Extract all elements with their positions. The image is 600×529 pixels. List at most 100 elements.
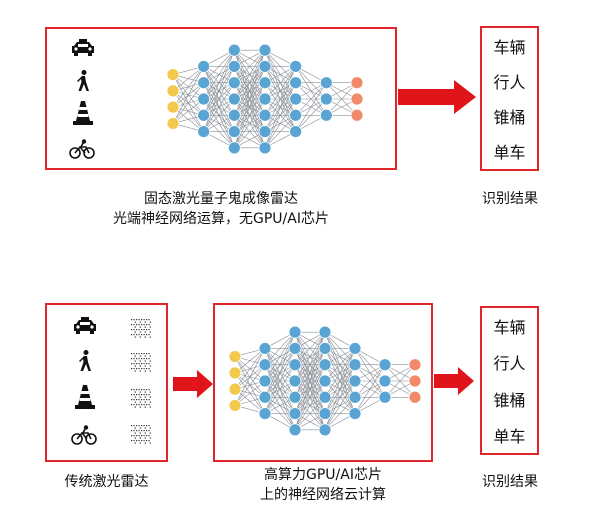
- point-cloud-dot: [134, 401, 136, 403]
- point-cloud-dot: [148, 394, 150, 396]
- input-node: [166, 100, 180, 114]
- point-cloud-dot: [136, 329, 138, 331]
- point-cloud-dot: [149, 360, 151, 362]
- point-cloud-dot: [141, 319, 143, 321]
- point-cloud-dot: [148, 440, 150, 442]
- point-cloud-dot: [143, 440, 145, 442]
- hidden-node: [348, 374, 362, 388]
- point-cloud-dot: [131, 389, 133, 391]
- point-cloud-dot: [141, 425, 143, 427]
- hidden-node: [258, 407, 272, 420]
- nn-edge: [324, 348, 356, 414]
- hidden-node: [348, 342, 362, 355]
- nn-edge: [234, 50, 266, 116]
- hidden-node: [258, 390, 272, 404]
- output-node: [408, 358, 422, 372]
- point-cloud-dot: [136, 399, 138, 401]
- input-node: [228, 350, 242, 363]
- nn-edge: [354, 380, 386, 414]
- point-cloud-dot: [131, 430, 133, 432]
- point-cloud-dot: [131, 399, 133, 401]
- nn-edge: [264, 115, 296, 149]
- input-node: [228, 382, 242, 396]
- point-cloud-dot: [136, 319, 138, 321]
- point-cloud-dot: [149, 432, 151, 434]
- input-node: [166, 68, 180, 81]
- hidden-node: [319, 76, 333, 90]
- point-cloud-dot: [144, 370, 146, 372]
- nn-edge: [324, 397, 356, 431]
- point-cloud-dot: [131, 435, 133, 437]
- top-results-label: 识别结果: [482, 191, 538, 207]
- point-cloud-dot: [139, 355, 141, 357]
- input-node: [228, 399, 242, 412]
- hidden-node: [197, 60, 211, 73]
- point-cloud-dot: [133, 329, 135, 331]
- point-cloud-dot: [139, 427, 141, 429]
- point-cloud-dot: [133, 334, 135, 336]
- top-arrow: [398, 80, 476, 114]
- point-cloud-dot: [148, 389, 150, 391]
- result-vehicle: 车辆: [493, 318, 526, 338]
- point-cloud-dot: [138, 334, 140, 336]
- point-cloud-dot: [133, 435, 135, 437]
- nn-edge: [264, 66, 296, 116]
- hidden-node: [289, 76, 303, 90]
- point-cloud-dot: [143, 319, 145, 321]
- point-cloud-dot: [133, 324, 135, 326]
- point-cloud-dot: [148, 399, 150, 401]
- hidden-node: [318, 423, 332, 437]
- point-cloud-dot: [143, 334, 145, 336]
- point-cloud-dot: [133, 404, 135, 406]
- hidden-node: [289, 92, 303, 106]
- point-cloud-dot: [139, 365, 141, 367]
- point-cloud-dot: [139, 360, 141, 362]
- point-cloud-dot: [139, 331, 141, 333]
- nn-edge: [264, 82, 296, 148]
- point-cloud-dot: [148, 324, 150, 326]
- point-cloud-dot: [144, 326, 146, 328]
- point-cloud-dot: [134, 427, 136, 429]
- point-cloud-dot: [144, 442, 146, 444]
- hidden-node: [258, 374, 272, 388]
- point-cloud-dot: [144, 336, 146, 338]
- point-cloud-dot: [133, 368, 135, 370]
- hidden-node: [348, 407, 362, 420]
- point-cloud-dot: [149, 442, 151, 444]
- point-cloud-dot: [144, 360, 146, 362]
- point-cloud-dot: [148, 435, 150, 437]
- point-cloud-dot: [138, 440, 140, 442]
- nn-edge: [294, 331, 326, 382]
- point-cloud-dot: [136, 440, 138, 442]
- hidden-node: [289, 108, 303, 122]
- compute-caption: 高算力GPU/AI芯片 上的神经网络云计算: [213, 465, 433, 505]
- point-cloud-dot: [148, 329, 150, 331]
- point-cloud-dot: [144, 321, 146, 323]
- point-cloud-dot: [149, 401, 151, 403]
- point-cloud-dot: [136, 389, 138, 391]
- point-cloud-dot: [134, 360, 136, 362]
- point-cloud-dot: [149, 437, 151, 439]
- nn-edge: [234, 364, 266, 406]
- nn-edge: [264, 380, 296, 414]
- point-cloud-dot: [133, 319, 135, 321]
- point-cloud-dot: [139, 442, 141, 444]
- point-cloud-dot: [146, 324, 148, 326]
- point-cloud-dot: [131, 440, 133, 442]
- point-cloud-dot: [149, 365, 151, 367]
- hidden-node: [197, 92, 211, 106]
- point-cloud-dot: [148, 430, 150, 432]
- point-cloud-dot: [149, 396, 151, 398]
- point-cloud-dot: [134, 321, 136, 323]
- input-node: [228, 366, 242, 380]
- point-cloud-dot: [146, 358, 148, 360]
- point-cloud-dot: [141, 353, 143, 355]
- point-cloud-dot: [143, 368, 145, 370]
- hidden-node: [197, 108, 211, 122]
- output-node: [408, 374, 422, 388]
- point-cloud-dot: [149, 355, 151, 357]
- hidden-node: [319, 108, 333, 122]
- nn-edge: [354, 364, 386, 398]
- bicycle-icon: [69, 139, 95, 159]
- nn-edge: [203, 82, 235, 132]
